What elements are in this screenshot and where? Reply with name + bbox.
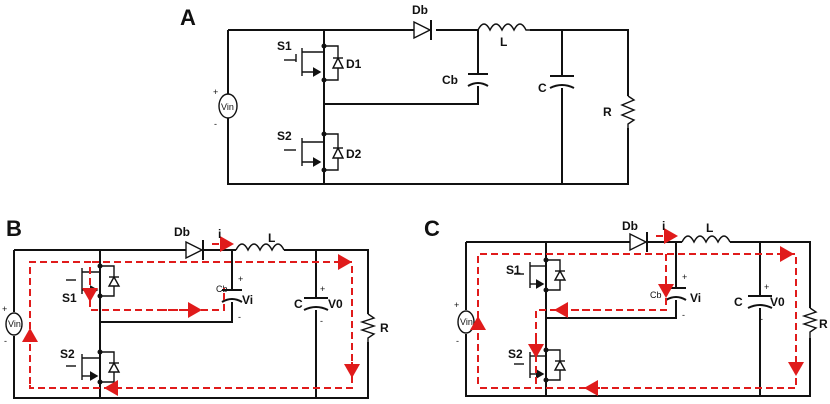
panel-b-v0-label: V0 [328, 297, 343, 311]
panel-c-bottom-wire [465, 334, 811, 397]
panel-b-s1-label: S1 [62, 291, 77, 305]
panel-a-inductor: L [477, 23, 530, 49]
panel-b-plus: + [2, 304, 7, 314]
panel-c-v0-minus: - [760, 314, 763, 324]
panel-b-resistor: R [359, 313, 389, 342]
panel-b-i-label: i [218, 227, 221, 241]
panel-c-resistor: R [801, 307, 828, 338]
panel-b-switch-s2: S2 [60, 347, 121, 385]
panel-a-capacitor-cb: Cb [442, 73, 489, 87]
panel-b-current-path-inner [29, 261, 225, 384]
panel-c-capacitor-c: C + V0 - [734, 282, 785, 324]
panel-b-vi-minus: - [238, 312, 241, 322]
panel-b-db-label: Db [174, 225, 190, 239]
panel-c-vi-plus: + [682, 272, 687, 282]
panel-a-cb-label: Cb [442, 73, 458, 87]
panel-a-plus: + [213, 87, 218, 97]
panel-b-vi-plus: + [238, 274, 243, 284]
panel-b-v0-minus: - [320, 316, 323, 326]
panel-c-s2-label: S2 [508, 347, 523, 361]
panel-c-current-path-outer [477, 253, 797, 389]
panel-a-cb-top-wire [470, 29, 479, 74]
panel-b-voltage-source: Vin + - [2, 304, 23, 346]
panel-a-s1-label: S1 [277, 39, 292, 53]
panel-c-v0-label: V0 [770, 295, 785, 309]
panel-b-capacitor-cb: Cb + Vi - [216, 274, 253, 322]
panel-c-v0-plus: + [764, 282, 769, 292]
panel-b-vin-label: Vin [8, 319, 21, 329]
panel-c-vi-minus: - [682, 310, 685, 320]
panel-a-d2-label: D2 [346, 147, 362, 161]
panel-a-r-label: R [603, 105, 612, 119]
panel-b-s2-label: S2 [60, 347, 75, 361]
panel-b-mid-node-wire [100, 302, 233, 323]
panel-c-top-wire-right [730, 241, 811, 308]
panel-a-resistor: R [603, 95, 636, 128]
panel-a-l-label: L [500, 35, 507, 49]
panel-c-r-label: R [819, 317, 828, 331]
panel-c-c-label: C [734, 295, 743, 309]
panel-b-r-label: R [380, 321, 389, 335]
panel-a-title: A [180, 5, 196, 30]
panel-a-diode-db: Db [412, 3, 432, 40]
panel-b-current-arrow: i [212, 227, 234, 252]
panel-a: A Vin + - Db L [180, 3, 636, 185]
panel-c-db-label: Db [622, 219, 638, 233]
panel-c-vi-label: Vi [690, 291, 701, 305]
panel-c-inductor: L [681, 221, 731, 244]
panel-a-d1-label: D1 [346, 57, 362, 71]
panel-c: C Vin + - Db i L [424, 216, 828, 397]
panel-a-capacitor-c: C [538, 75, 575, 95]
panel-b-current-path-outer [29, 261, 353, 389]
panel-b-capacitor-c: C + V0 - [294, 284, 343, 326]
panel-a-s2-label: S2 [277, 129, 292, 143]
panel-c-mid-node-wire [546, 300, 677, 319]
panel-b-l-label: L [268, 231, 275, 245]
panel-c-switch-s1: S1 [506, 257, 567, 293]
panel-b-top-wire-right [284, 249, 369, 314]
panel-c-vin-label: Vin [460, 317, 473, 327]
panel-c-minus: - [456, 336, 459, 346]
panel-c-plus: + [454, 300, 459, 310]
panel-a-mid-node-wire [324, 86, 479, 105]
panel-a-voltage-source: Vin + - [213, 87, 238, 129]
panel-c-cb-label: Cb [650, 290, 662, 300]
panel-c-l-label: L [706, 221, 713, 235]
panel-c-title: C [424, 216, 440, 241]
panel-a-switch-s2: S2 D2 [277, 129, 362, 173]
panel-a-switch-s1: S1 D1 [277, 39, 362, 83]
panel-c-diode-db: Db [622, 219, 648, 252]
panel-c-i-label: i [662, 219, 665, 233]
panel-b-c-label: C [294, 297, 303, 311]
panel-c-current-path-inner [535, 254, 667, 386]
panel-b-diode-db: Db [174, 225, 204, 260]
panel-a-bottom-wire [227, 118, 629, 185]
panel-b: B Vin + - Db i L [2, 216, 389, 399]
panel-b-bottom-wire [13, 336, 369, 399]
panel-b-minus: - [4, 336, 7, 346]
panel-b-vi-label: Vi [242, 293, 253, 307]
panel-c-capacitor-cb: Cb + Vi - [650, 272, 701, 320]
panel-a-vin-label: Vin [221, 102, 234, 112]
panel-a-db-label: Db [412, 3, 428, 17]
panel-b-inductor: L [235, 231, 285, 252]
panel-b-cb-label: Cb [216, 284, 228, 294]
panel-a-c-label: C [538, 81, 547, 95]
panel-b-title: B [6, 216, 22, 241]
panel-c-s1-label: S1 [506, 263, 521, 277]
panel-c-voltage-source: Vin + - [454, 300, 475, 346]
panel-b-v0-plus: + [320, 284, 325, 294]
panel-a-minus: - [214, 119, 217, 129]
panel-c-current-arrow: i [656, 219, 678, 244]
